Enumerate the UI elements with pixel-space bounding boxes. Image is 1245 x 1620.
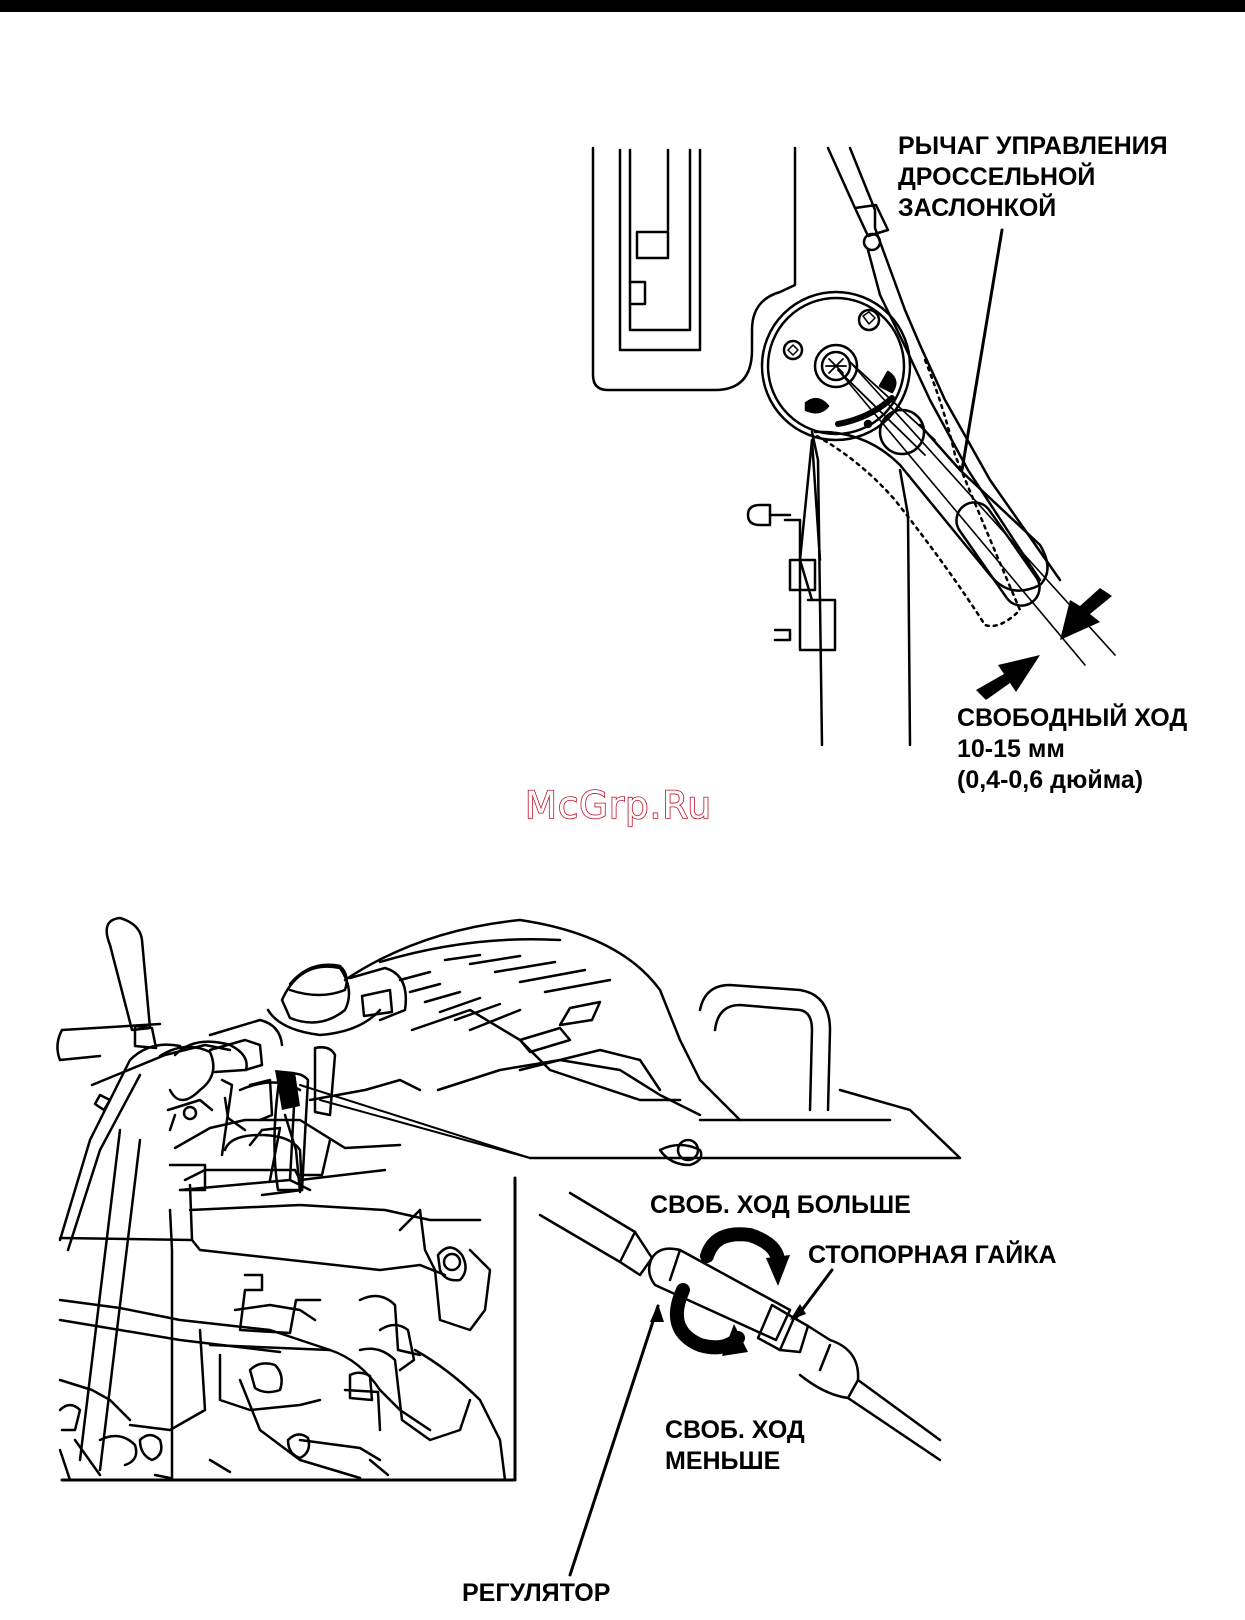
freeplay-less-label: СВОБ. ХОД МЕНЬШЕ [665,1415,805,1477]
watermark: McGrp.Ru [525,784,712,827]
zoom-leader-lines [320,1100,530,1158]
adjuster-label: РЕГУЛЯТОР [462,1578,610,1609]
locknut-label: СТОПОРНАЯ ГАЙКА [808,1240,1057,1271]
freeplay-label: СВОБОДНЫЙ ХОД 10-15 мм (0,4-0,6 дюйма) [957,703,1187,796]
throttle-lever-label: РЫЧАГ УПРАВЛЕНИЯ ДРОССЕЛЬНОЙ ЗАСЛОНКОЙ [898,131,1168,224]
cable-bracket [748,432,910,745]
rotation-arrow-more [707,1234,790,1286]
freeplay-arrows [976,588,1112,700]
lever-leader-line [962,230,1002,470]
adjuster-leader [650,1304,664,1322]
adjuster-mark [275,1070,300,1110]
engine-housing [593,148,795,390]
lever-alt-position [815,360,1020,626]
freeplay-more-label: СВОБ. ХОД БОЛЬШЕ [650,1190,911,1221]
throttle-lever [815,148,1115,665]
